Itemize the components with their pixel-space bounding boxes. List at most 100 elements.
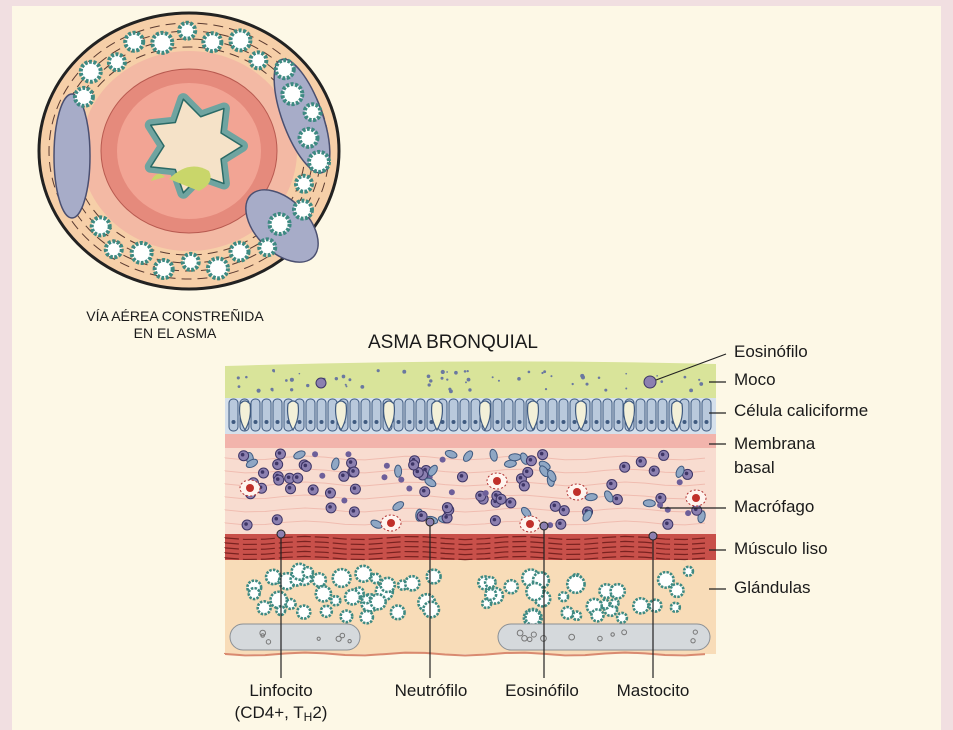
cell-nucleus xyxy=(638,459,642,463)
gland-acinus xyxy=(92,217,110,235)
mucus-particle xyxy=(245,376,248,379)
lymphocyte xyxy=(384,463,390,469)
epithelial-cell xyxy=(592,399,601,431)
gland-acinus xyxy=(303,567,313,577)
cell-nucleus xyxy=(507,420,511,424)
lymphocyte xyxy=(440,457,446,463)
bronchial-wall-section xyxy=(225,361,716,655)
gland-acinus xyxy=(183,254,199,270)
cell-nucleus xyxy=(415,470,419,474)
mucus-particle xyxy=(257,389,261,393)
cell-nucleus xyxy=(349,460,353,464)
indicated-cell xyxy=(540,522,548,530)
cell-nucleus xyxy=(474,420,478,424)
label-linfocito-subtype: (CD4+, TH2) xyxy=(226,702,336,728)
gland-acinus xyxy=(341,611,353,623)
cell-nucleus xyxy=(661,420,665,424)
gland-acinus xyxy=(179,23,195,39)
gland-acinus xyxy=(203,33,221,51)
cell-nucleus xyxy=(639,420,643,424)
mucus-particle xyxy=(342,375,346,379)
mucus-particle xyxy=(517,377,521,381)
indicated-cell xyxy=(277,530,285,538)
gland-acinus xyxy=(208,258,228,278)
gland-acinus xyxy=(250,52,266,68)
cell-nucleus xyxy=(609,482,613,486)
lymphocyte xyxy=(398,477,404,483)
label-neutrofilo: Neutrófilo xyxy=(376,680,486,702)
epithelial-cell xyxy=(559,399,568,431)
cell-nucleus xyxy=(615,497,619,501)
red-blood-cell xyxy=(246,484,254,492)
cell-nucleus xyxy=(493,518,497,522)
mucus-particle xyxy=(441,370,445,374)
epithelial-cell xyxy=(372,399,381,431)
epithelial-cell xyxy=(405,399,414,431)
airway-caption-line1: VÍA AÉREA CONSTREÑIDA xyxy=(70,308,280,325)
epithelial-cell xyxy=(504,399,513,431)
gland-acinus xyxy=(649,600,661,612)
gland-acinus xyxy=(391,606,405,620)
red-blood-cell xyxy=(692,494,700,502)
gland-acinus xyxy=(331,596,340,605)
cell-nucleus xyxy=(298,420,302,424)
gland-acinus xyxy=(231,243,249,261)
cell-nucleus xyxy=(328,490,332,494)
label-musculo-liso: Músculo liso xyxy=(734,539,828,559)
mucus-particle xyxy=(402,370,406,374)
lymphocyte xyxy=(685,510,691,516)
gland-acinus xyxy=(573,612,581,620)
cell-nucleus xyxy=(353,420,357,424)
cell-nucleus xyxy=(617,420,621,424)
mucus-particle xyxy=(427,374,431,378)
mucus-cell xyxy=(316,378,326,388)
cell-nucleus xyxy=(232,420,236,424)
mucus-particle xyxy=(625,373,627,375)
mucus-particle xyxy=(446,371,448,373)
mucus-particle xyxy=(467,378,471,382)
mucus-particle xyxy=(492,376,494,378)
gland-acinus xyxy=(282,84,302,104)
cell-nucleus xyxy=(460,474,464,478)
gland-acinus xyxy=(125,33,143,51)
gland-acinus xyxy=(106,241,122,257)
cell-nucleus xyxy=(397,420,401,424)
macrophage xyxy=(643,499,655,507)
cell-nucleus xyxy=(529,458,533,462)
cell-nucleus xyxy=(331,420,335,424)
mucus-particle xyxy=(528,371,531,374)
gland-acinus xyxy=(345,590,360,605)
cell-nucleus xyxy=(310,487,314,491)
epithelial-cell xyxy=(317,399,326,431)
mucus-particle xyxy=(290,388,293,391)
cell-nucleus xyxy=(278,451,282,455)
epithelial-cell xyxy=(647,399,656,431)
cell-nucleus xyxy=(444,515,448,519)
gland-acinus xyxy=(270,214,290,234)
lymphocyte xyxy=(483,490,489,496)
epithelial-cell xyxy=(229,399,238,431)
gland-acinus xyxy=(152,33,172,53)
gland-acinus xyxy=(297,606,310,619)
cell-nucleus xyxy=(651,468,655,472)
section-title: ASMA BRONQUIAL xyxy=(368,332,538,354)
gland-acinus xyxy=(505,580,518,593)
mucus-particle xyxy=(271,389,273,391)
cell-nucleus xyxy=(320,420,324,424)
mucus-particle xyxy=(604,389,607,392)
label-eosinofilo-right: Eosinófilo xyxy=(734,342,808,362)
red-blood-cell xyxy=(573,488,581,496)
cell-nucleus xyxy=(496,420,500,424)
mucus-particle xyxy=(285,379,288,382)
gland-acinus xyxy=(305,104,321,120)
gland-acinus xyxy=(485,589,496,600)
cell-nucleus xyxy=(463,420,467,424)
epithelial-cell xyxy=(306,399,315,431)
gland-acinus xyxy=(591,609,603,621)
epithelial-cell xyxy=(361,399,370,431)
epithelial-cell xyxy=(251,399,260,431)
epithelial-cell xyxy=(449,399,458,431)
cell-nucleus xyxy=(478,493,482,497)
label-linfocito-name: Linfocito xyxy=(226,680,336,702)
epithelial-cell xyxy=(394,399,403,431)
